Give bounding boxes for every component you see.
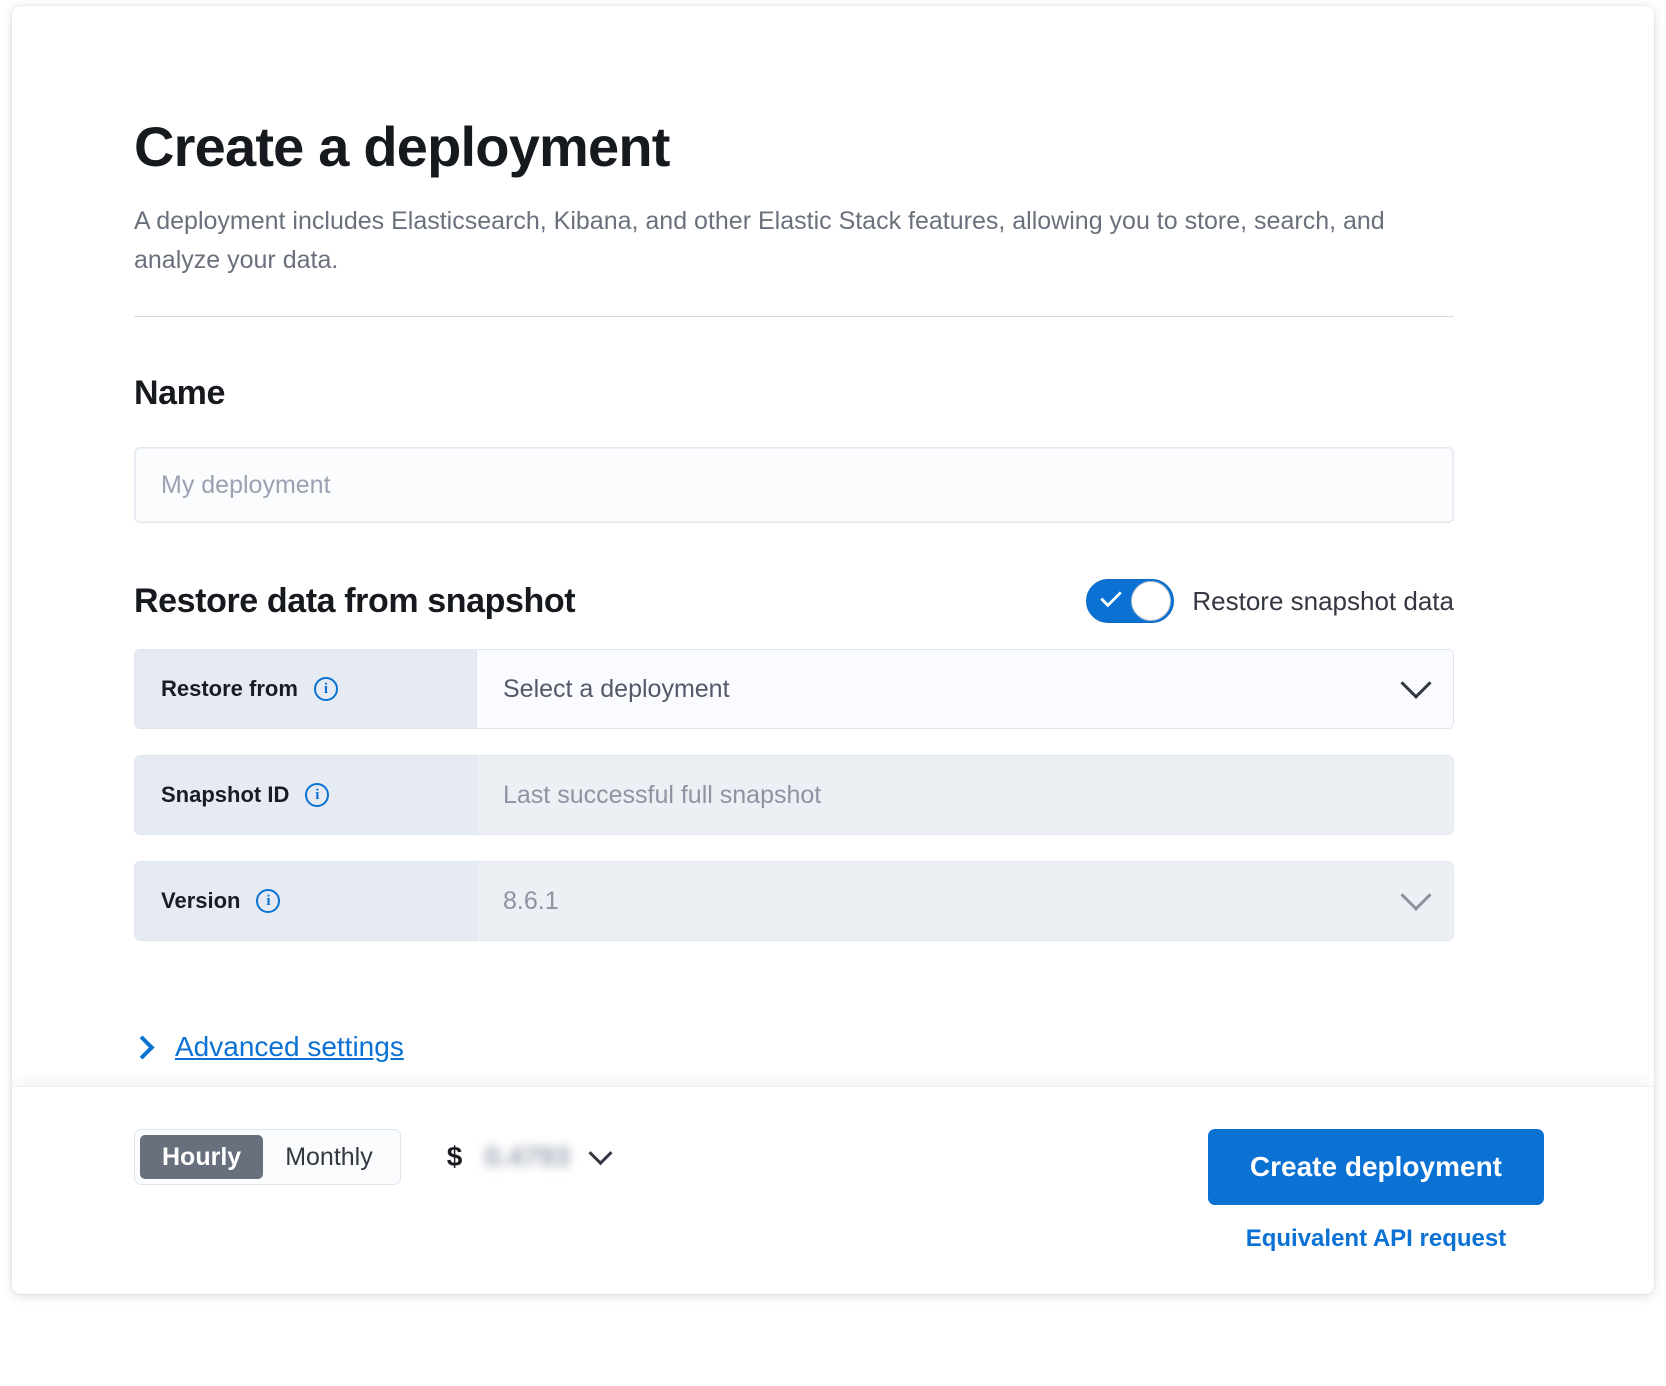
content-column: Create a deployment A deployment include…	[130, 115, 1454, 1063]
name-section: Name My deployment	[134, 373, 1454, 523]
info-icon[interactable]: i	[256, 889, 281, 913]
create-deployment-card: Create a deployment A deployment include…	[12, 6, 1654, 1294]
footer-inner: Hourly Monthly $ 0.4793 Create deploymen…	[134, 1087, 1544, 1294]
info-icon[interactable]: i	[305, 783, 330, 807]
billing-option-hourly[interactable]: Hourly	[140, 1135, 264, 1179]
currency-symbol: $	[446, 1141, 463, 1172]
row-label-text: Version	[161, 888, 241, 913]
restore-snapshot-switch[interactable]	[1086, 579, 1175, 623]
chevron-right-icon	[130, 1034, 155, 1060]
snapshot-id-value: Last successful full snapshot	[503, 780, 822, 809]
restore-from-select[interactable]: Select a deployment	[477, 650, 1453, 728]
info-icon[interactable]: i	[313, 677, 338, 701]
advanced-settings-label: Advanced settings	[175, 1031, 404, 1062]
row-label-restore-from: Restore from i	[135, 650, 477, 728]
chevron-down-icon[interactable]	[1400, 879, 1432, 911]
snapshot-id-input[interactable]: Last successful full snapshot	[477, 756, 1453, 834]
footer-left-group: Hourly Monthly $ 0.4793	[134, 1129, 613, 1185]
version-select[interactable]: 8.6.1	[477, 862, 1453, 940]
chevron-down-icon[interactable]	[1400, 667, 1432, 699]
create-deployment-button[interactable]: Create deployment	[1207, 1129, 1544, 1205]
row-label-text: Restore from	[161, 676, 298, 701]
chevron-down-icon[interactable]	[588, 1140, 613, 1165]
card-body: Create a deployment A deployment include…	[12, 6, 1654, 1086]
restore-snapshot-label: Restore snapshot data	[1192, 585, 1454, 616]
row-label-text: Snapshot ID	[161, 782, 290, 807]
header-divider	[134, 316, 1454, 317]
page-title: Create a deployment	[134, 115, 670, 178]
equivalent-api-request-link[interactable]: Equivalent API request	[1245, 1225, 1507, 1252]
restore-section-header: Restore data from snapshot Restore snaps…	[134, 579, 1454, 623]
restore-from-value: Select a deployment	[503, 674, 730, 703]
deployment-name-placeholder: My deployment	[161, 470, 331, 499]
price-display[interactable]: $ 0.4793	[446, 1140, 613, 1173]
row-label-version: Version i	[135, 862, 477, 940]
switch-knob	[1131, 581, 1172, 621]
row-snapshot-id[interactable]: Snapshot ID i Last successful full snaps…	[134, 755, 1454, 835]
name-heading: Name	[134, 374, 226, 412]
billing-option-monthly[interactable]: Monthly	[285, 1142, 373, 1171]
version-value: 8.6.1	[503, 886, 559, 915]
row-label-snapshot-id: Snapshot ID i	[135, 756, 477, 834]
billing-period-segmented-control[interactable]: Hourly Monthly	[134, 1129, 401, 1185]
footer-right-group: Create deployment Equivalent API request	[1207, 1129, 1544, 1253]
check-icon	[1100, 585, 1123, 608]
footer-bar: Hourly Monthly $ 0.4793 Create deploymen…	[12, 1086, 1654, 1294]
page-description: A deployment includes Elasticsearch, Kib…	[134, 207, 1385, 274]
row-version[interactable]: Version i 8.6.1	[134, 861, 1454, 941]
restore-form-rows: Restore from i Select a deployment Snaps…	[134, 649, 1454, 941]
restore-snapshot-toggle-group[interactable]: Restore snapshot data	[1086, 579, 1454, 623]
deployment-name-input[interactable]: My deployment	[134, 447, 1454, 523]
price-amount: 0.4793	[484, 1141, 570, 1172]
restore-heading: Restore data from snapshot	[134, 582, 576, 620]
row-restore-from[interactable]: Restore from i Select a deployment	[134, 649, 1454, 729]
advanced-settings-link[interactable]: Advanced settings	[130, 1031, 404, 1063]
